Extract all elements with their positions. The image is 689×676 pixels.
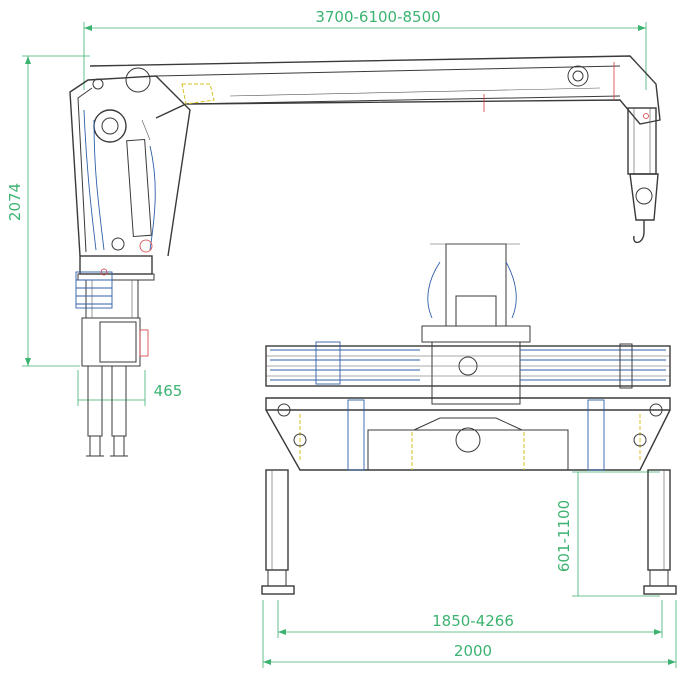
control-valve-bank [75, 271, 113, 309]
outrigger-leg-right [643, 469, 677, 595]
outrigger-span-label: 1850-4266 [432, 612, 514, 630]
base-width-label: 2000 [454, 642, 492, 660]
subframe [265, 397, 671, 471]
pivot-marker [100, 268, 108, 276]
outrigger-beam [265, 341, 671, 389]
crane-front-view [261, 243, 677, 595]
crane-mast [69, 67, 191, 257]
crane-boom [89, 55, 661, 125]
dimension-lines [22, 22, 677, 668]
crane-height-label: 2074 [6, 183, 24, 221]
column-width-label: 465 [154, 382, 183, 400]
boom-length-label: 3700-6100-8500 [315, 8, 440, 26]
crane-side-view [69, 55, 661, 457]
crane-column [75, 255, 155, 457]
outrigger-leg-left [261, 469, 295, 595]
slewing-column [421, 243, 531, 405]
stroke-range-label: 601-1100 [555, 500, 573, 572]
hook-block [627, 107, 659, 243]
dimension-labels: 3700-6100-8500 2074 465 601-1100 1850-42… [6, 8, 573, 660]
